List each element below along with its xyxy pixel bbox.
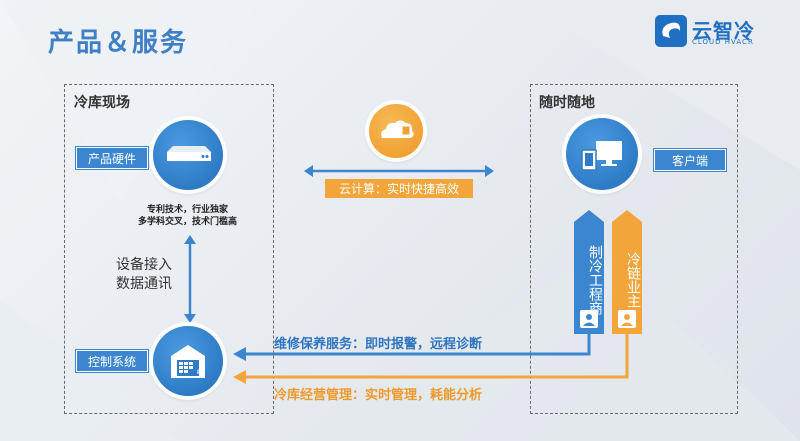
owner-bar-arrowhead: [612, 210, 642, 222]
control-label: 控制系统: [76, 350, 148, 372]
hardware-label: 产品硬件: [76, 147, 148, 169]
cold-storage-icon: ❄: [171, 345, 205, 378]
logo-subtitle: CLOUD HVACR: [692, 38, 754, 46]
devices-icon: [581, 141, 622, 171]
hardware-circle: [153, 120, 223, 190]
link-label-1: 设备接入: [116, 257, 172, 273]
hardware-desc-1: 专利技术，行业独家: [146, 205, 228, 215]
logo-mark-icon: [655, 15, 687, 47]
owner-label: 冷链业主: [625, 251, 641, 308]
cloud-label: 云计算：实时快捷高效: [325, 179, 473, 198]
logo: 云智冷 CLOUD HVACR: [654, 14, 774, 50]
maintenance-service-label: 维修保养服务：即时报警，远程诊断: [274, 337, 483, 352]
right-region: [530, 84, 738, 414]
hardware-desc-2: 多学科交叉，技术门槛高: [137, 217, 237, 227]
management-service-label: 冷库经营管理：实时管理，耗能分析: [274, 388, 483, 403]
page-title: 产品＆服务: [48, 28, 189, 58]
client-circle: [566, 118, 638, 190]
client-label: 客户端: [654, 149, 726, 171]
link-label-2: 数据通讯: [116, 276, 172, 292]
cloud-circle: [369, 104, 423, 158]
vertical-double-arrow: [184, 235, 196, 323]
cloud-computing-icon: [381, 120, 414, 138]
logo-name: 云智冷: [692, 19, 755, 43]
left-section-title: 冷库现场: [74, 95, 130, 111]
svg-text:❄: ❄: [196, 368, 204, 378]
control-circle: ❄: [153, 326, 223, 396]
engineer-label: 制冷工程商: [587, 244, 603, 315]
horizontal-double-arrow: [304, 165, 494, 177]
engineer-avatar-icon: [580, 310, 598, 328]
left-region: [64, 84, 274, 414]
router-icon: [167, 146, 211, 161]
owner-avatar-icon: [618, 310, 636, 328]
engineer-bar-arrowhead: [574, 210, 604, 222]
right-section-title: 随时随地: [539, 95, 595, 111]
